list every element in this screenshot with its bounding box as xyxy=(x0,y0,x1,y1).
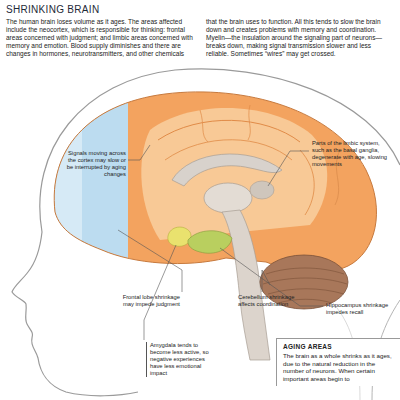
callout-label: Amygdala tends to become less active, so… xyxy=(146,342,218,377)
title: SHRINKING BRAIN xyxy=(6,4,99,15)
box-heading: AGING AREAS xyxy=(283,343,395,350)
callout-label: Cerebellum shrinkage affects coordinatio… xyxy=(238,294,300,308)
callout-label: Frontal lobe shrinkage may impede judgme… xyxy=(120,294,180,308)
cerebellum xyxy=(260,255,348,309)
callout-label: Signals moving across the cortex may slo… xyxy=(62,150,126,178)
basal-ganglia xyxy=(250,181,274,199)
info-box: AGING AREAS The brain as a whole shrinks … xyxy=(276,338,400,386)
thalamus xyxy=(204,183,252,213)
callout-label: Parts of the limbic system, such as the … xyxy=(312,140,392,168)
callout-label: Hippocampus shrinkage impedes recall xyxy=(326,302,392,316)
hippocampus xyxy=(188,231,232,254)
intro-text: The human brain loses volume as it ages.… xyxy=(6,18,394,58)
leader-lines xyxy=(118,145,323,340)
amygdala xyxy=(168,227,191,246)
box-text: The brain as a whole shrinks as it ages,… xyxy=(283,352,395,382)
brain-outline xyxy=(54,92,376,273)
